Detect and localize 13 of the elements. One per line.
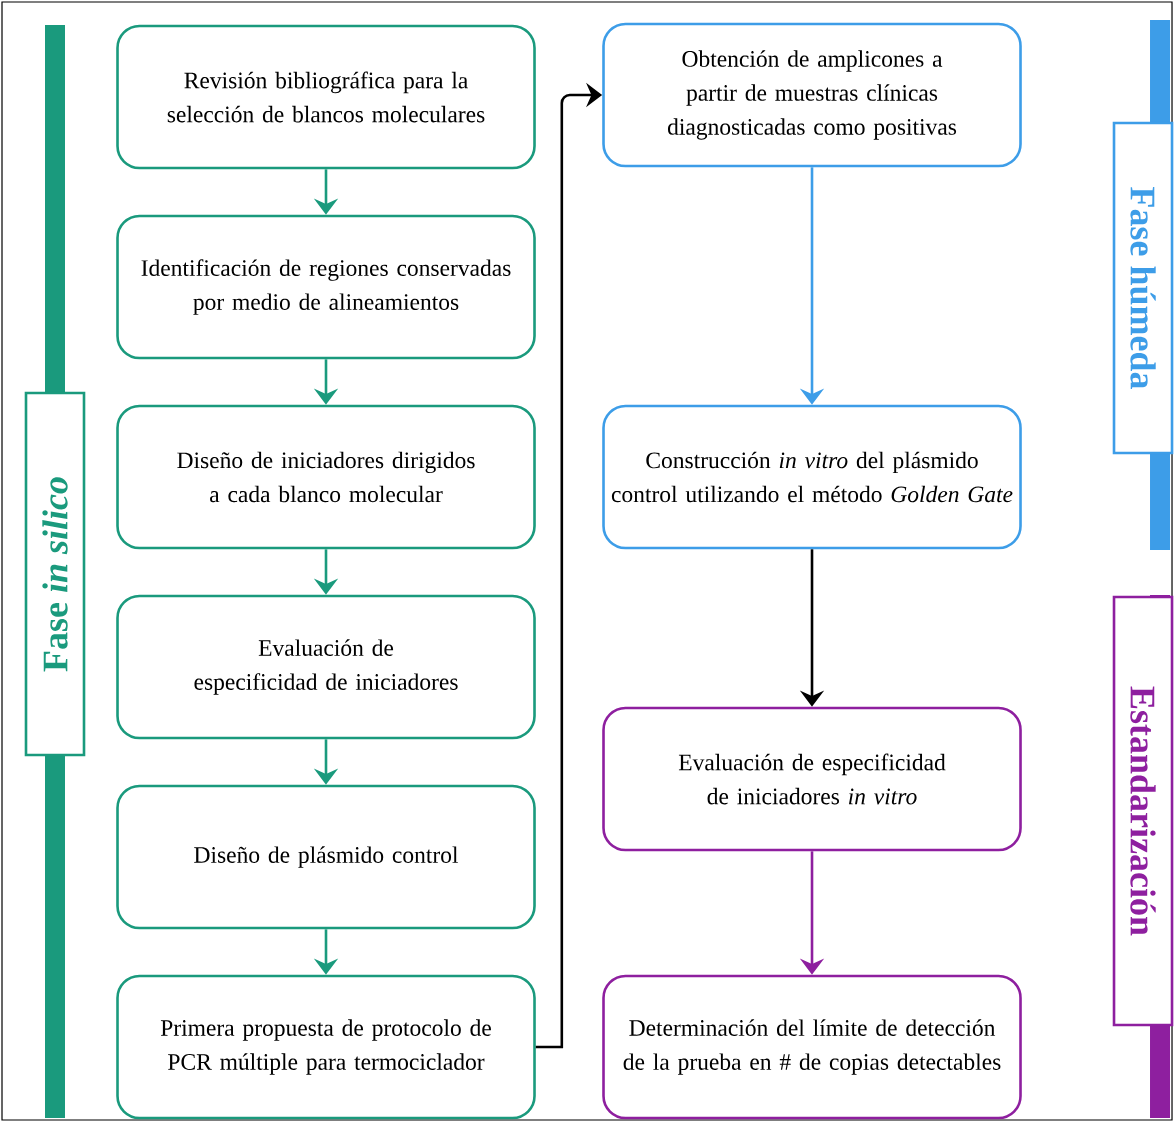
process-box: Evaluación de especificidad de iniciadores [116,594,536,740]
process-box: Primera propuesta de protocolo de PCR múltiple para termociclador [116,974,536,1120]
process-box: Determinación del límite de detección de la prueba en # de copias detectables [602,974,1022,1120]
process-box: Revisión bibliográfica para la selección de blancos moleculares [116,24,536,170]
process-box: Identificación de regiones conservadas por medio de alineamientos [116,214,536,360]
process-box: Construcción in vitro del plásmido control utilizando el método Golden Gate [602,404,1022,550]
process-box: Evaluación de especificidad de iniciadores in vitro [602,706,1022,852]
process-box: Diseño de iniciadores dirigidos a cada blanco molecular [116,404,536,550]
process-box: Diseño de plásmido control [116,784,536,930]
phase-band: Estandarización [1112,595,1174,1118]
phase-band: Fase in silico [24,25,86,1118]
phase-band: Fase húmeda [1112,20,1174,550]
process-box: Obtención de amplicones a partir de muestras clínicas diagnosticadas como positivas [602,22,1022,168]
